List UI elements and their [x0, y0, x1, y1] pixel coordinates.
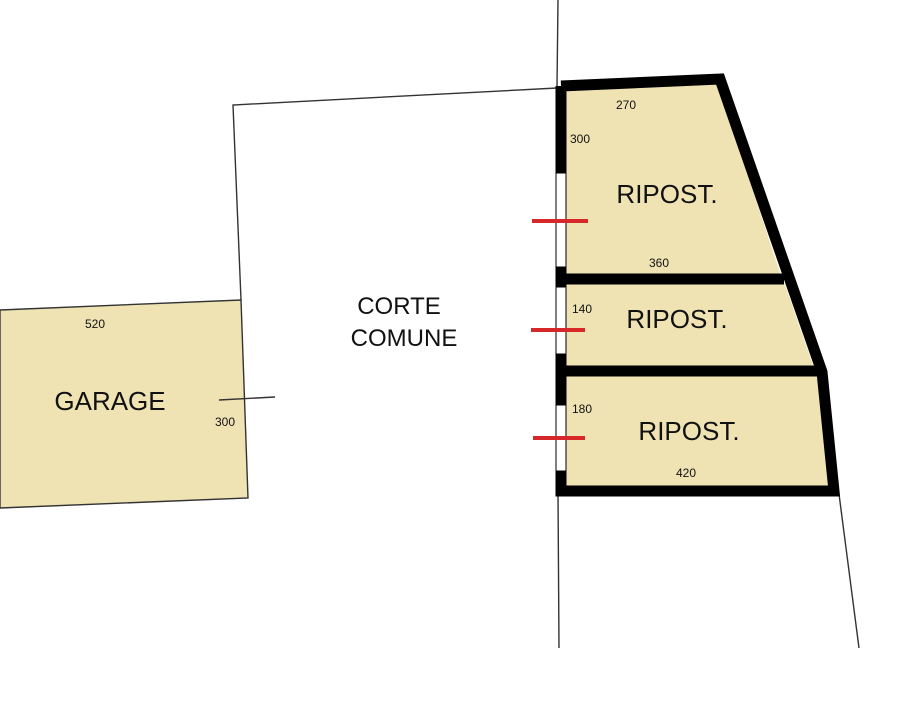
garage-fill — [0, 299, 249, 509]
garage-label: GARAGE — [54, 386, 165, 416]
storage-bottom-label: RIPOST. — [638, 416, 739, 446]
storage-bottom-side-dimension: 180 — [572, 402, 592, 416]
courtyard-label: CORTE COMUNE — [351, 293, 458, 352]
storage-top-fill — [562, 84, 781, 276]
garage-depth-dimension: 300 — [215, 415, 235, 429]
storage-middle-side-dimension: 140 — [572, 302, 592, 316]
boundary-line-top-vertical — [556, 0, 559, 87]
storage-top-label: RIPOST. — [616, 179, 717, 209]
door-openings — [555, 172, 567, 472]
storage-top-bottom-dimension: 360 — [649, 256, 669, 270]
storage-top-side-dimension: 300 — [570, 132, 590, 146]
boundary-lines — [232, 0, 860, 649]
boundary-line-bottom-left — [557, 493, 560, 649]
door-markers — [531, 219, 588, 440]
storage-middle-label: RIPOST. — [626, 304, 727, 334]
storage-middle-fill — [562, 282, 814, 368]
courtyard-label-line2: COMUNE — [351, 325, 458, 352]
storage-bottom-bottom-dimension: 420 — [676, 466, 696, 480]
storage-top-top-dimension: 270 — [616, 98, 636, 112]
garage-width-dimension: 520 — [85, 317, 105, 331]
garage-room: GARAGE 520 300 — [0, 299, 276, 509]
storage-block: RIPOST. 270 300 360 RIPOST. 140 RIPOST. … — [531, 73, 841, 497]
courtyard-label-line1: CORTE — [357, 293, 441, 320]
boundary-line-courtyard — [232, 87, 558, 301]
boundary-line-bottom-right — [838, 493, 860, 649]
storage-bottom-fill — [562, 374, 836, 488]
garage-door-line — [218, 396, 276, 401]
door-opening-middle — [555, 286, 567, 355]
